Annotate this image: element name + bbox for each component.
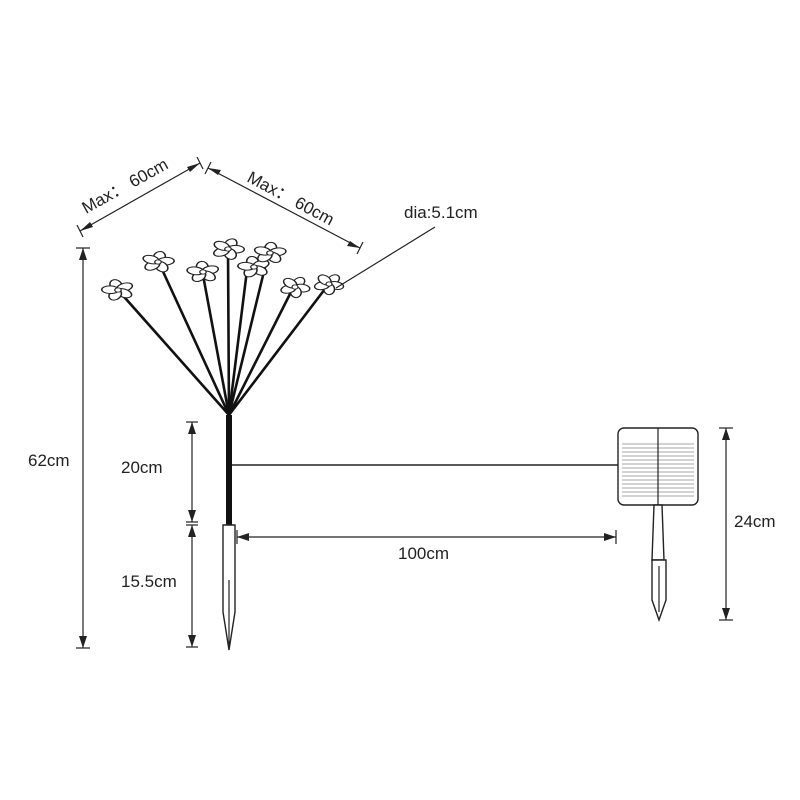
stem-height-label: 20cm — [121, 458, 163, 477]
firework-stems — [116, 248, 330, 417]
dim-stake-height: 15.5cm — [121, 524, 198, 648]
main-stem — [226, 415, 232, 525]
flower-icon — [205, 234, 251, 264]
max-width-right-label: Max： 60cm — [244, 168, 337, 230]
stem-5 — [227, 268, 249, 417]
stake-height-label: 15.5cm — [121, 572, 177, 591]
dim-flower-diameter: dia:5.1cm — [335, 203, 478, 289]
total-height-label: 62cm — [28, 451, 70, 470]
stem-1 — [116, 288, 231, 417]
dim-total-height: 62cm — [28, 247, 90, 649]
flower-diameter-label: dia:5.1cm — [404, 203, 478, 222]
max-width-left-label: Max： 60cm — [79, 155, 172, 218]
stem-8 — [227, 283, 330, 417]
solar-panel-icon — [617, 427, 699, 623]
dim-max-width-left: Max： 60cm — [76, 155, 204, 238]
stem-6 — [227, 253, 270, 417]
flower-icon — [272, 271, 318, 303]
flower-icon — [137, 248, 179, 276]
stem-2 — [158, 263, 231, 417]
dim-cable-length: 100cm — [236, 530, 617, 563]
dim-stem-height: 20cm — [121, 421, 198, 523]
cable-length-label: 100cm — [398, 544, 449, 563]
stem-3 — [201, 273, 231, 417]
panel-height-label: 24cm — [734, 512, 776, 531]
main-stake — [222, 415, 236, 651]
flowers — [96, 234, 352, 305]
dim-panel-height: 24cm — [719, 427, 776, 621]
stem-4 — [226, 248, 231, 417]
flower-icon — [306, 268, 352, 301]
stem-7 — [227, 286, 295, 417]
flower-icon — [96, 276, 140, 305]
